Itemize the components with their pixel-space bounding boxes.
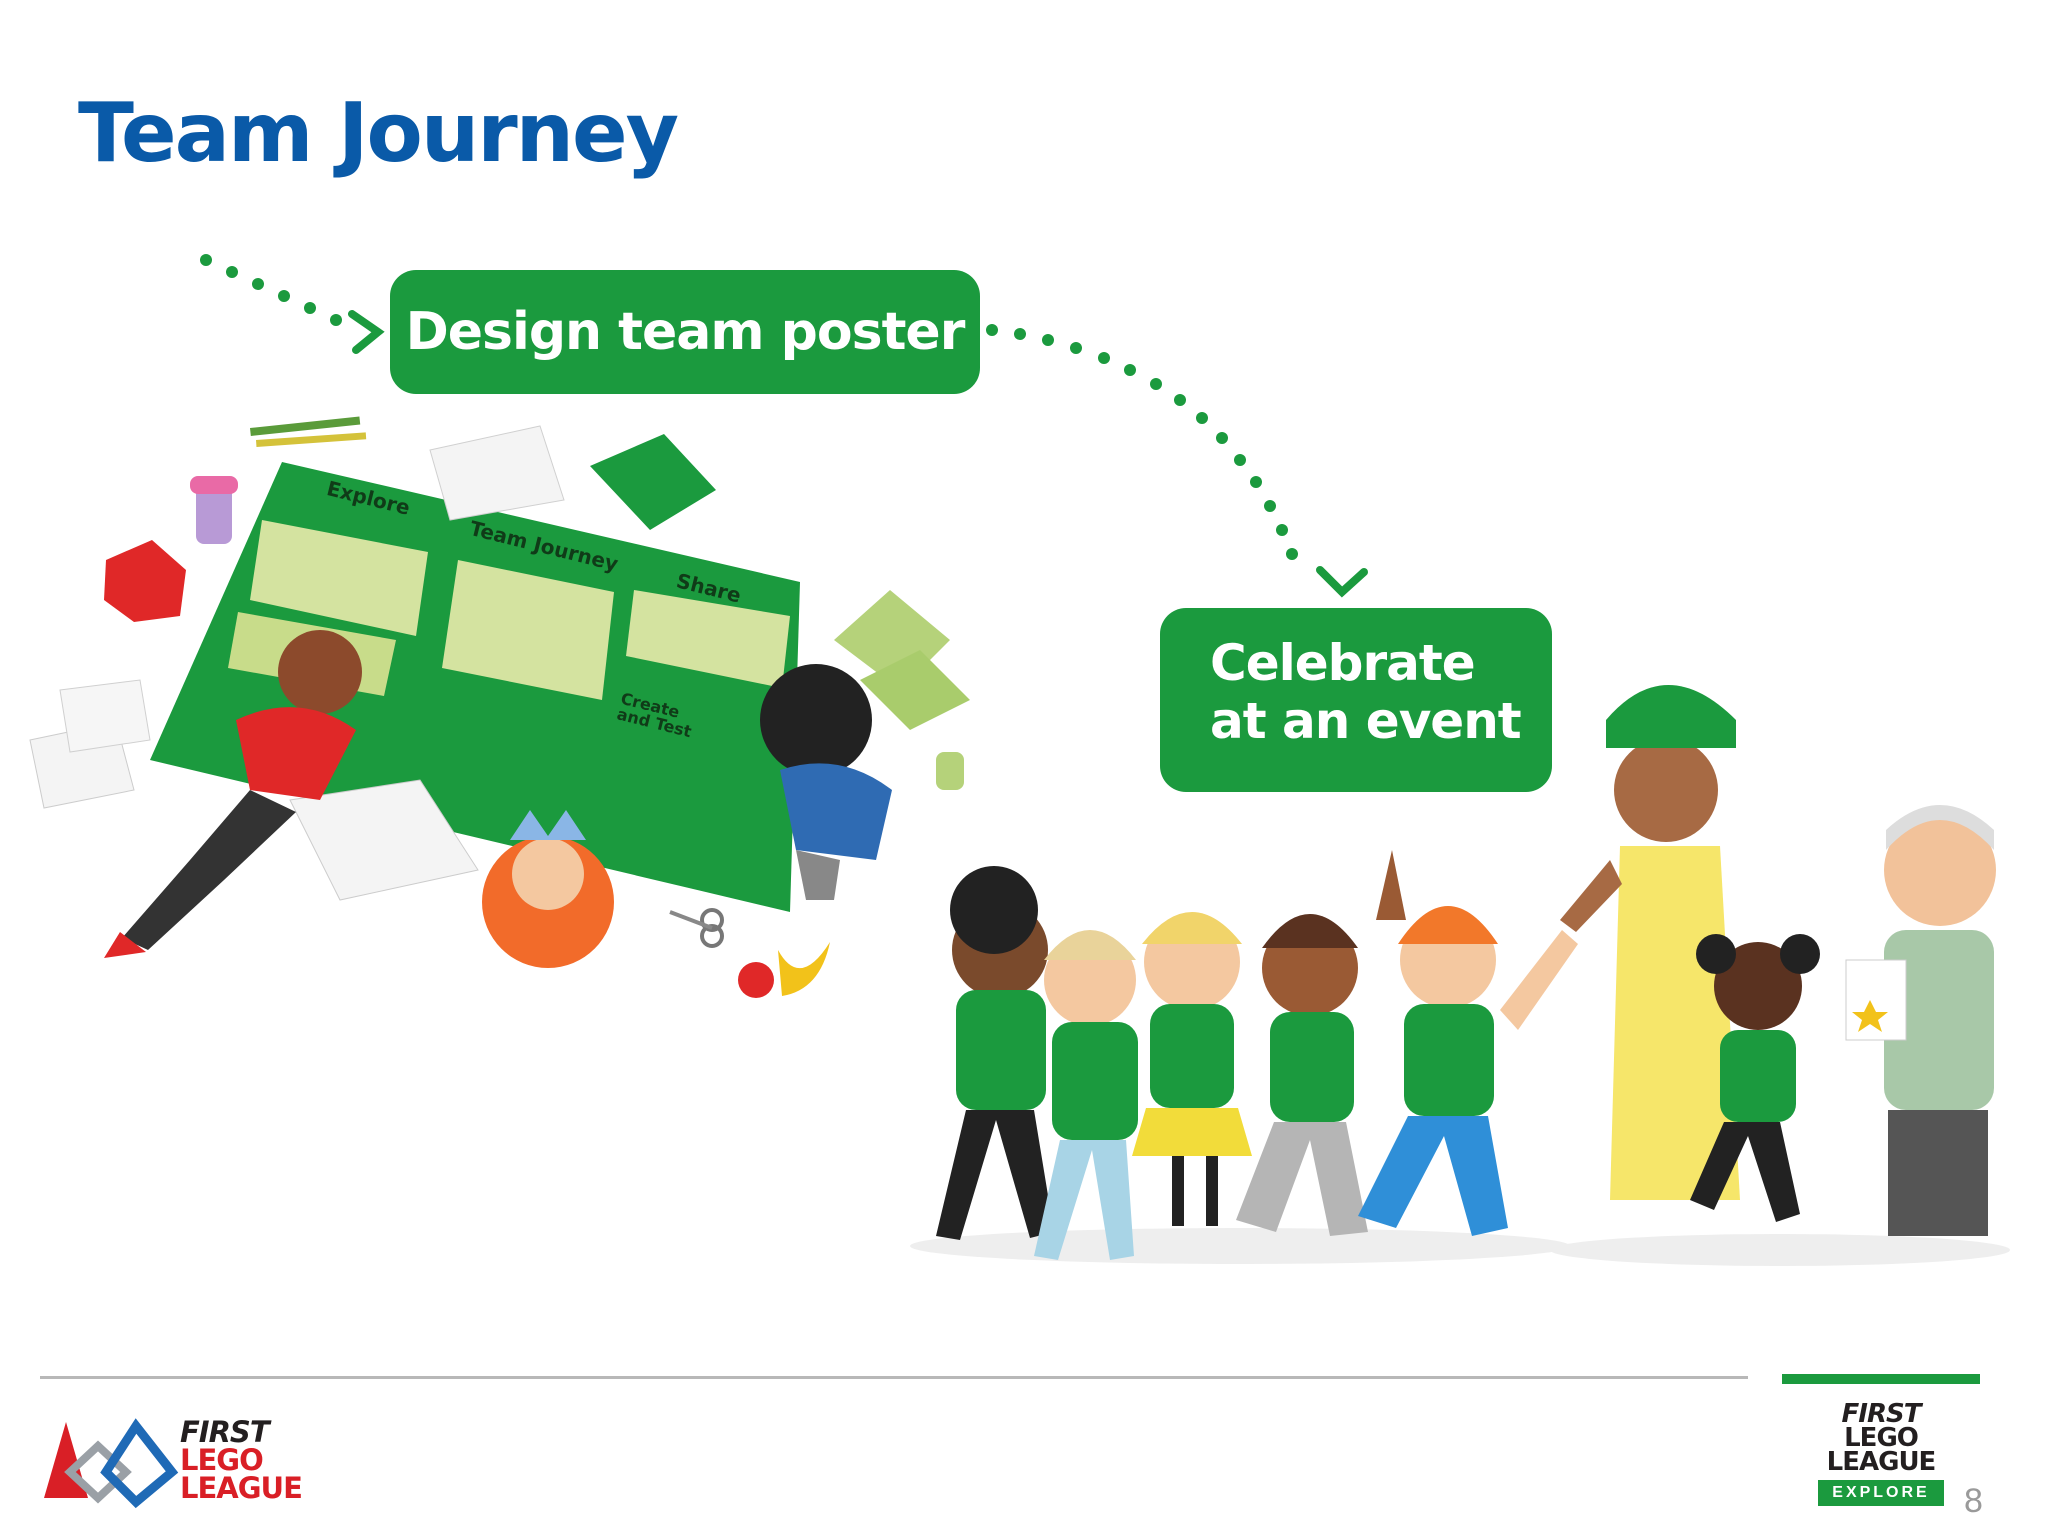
team-poster-illustration: [29, 416, 970, 998]
celebrating-team-illustration: [910, 685, 2010, 1266]
first-lego-league-logo: FIRST LEGO LEAGUE: [40, 1412, 320, 1512]
footer-divider: [40, 1376, 1748, 1379]
step-design-team-poster: Design team poster: [390, 270, 980, 394]
step-celebrate-line1: Celebrate: [1210, 634, 1476, 692]
first-logo-icon: [44, 1418, 179, 1509]
explore-badge: EXPLORE: [1818, 1480, 1944, 1506]
logo-word-lego: LEGO: [1844, 1423, 1919, 1453]
logo-word-first: FIRST: [180, 1415, 270, 1449]
step-celebrate-event: Celebrate at an event: [1160, 608, 1552, 792]
step-celebrate-line2: at an event: [1210, 692, 1522, 750]
dotted-arrow-icon: [986, 324, 1368, 598]
slide-title: Team Journey: [78, 86, 679, 181]
first-lego-league-explore-logo: FIRST LEGO LEAGUE EXPLORE: [1816, 1399, 1946, 1512]
logo-word-league: LEAGUE: [180, 1471, 303, 1505]
footer-accent-bar: [1782, 1374, 1980, 1384]
logo-word-first: FIRST: [1841, 1399, 1922, 1429]
dotted-arrow-icon: [200, 254, 385, 354]
logo-word-league: LEAGUE: [1826, 1447, 1937, 1477]
page-number: 8: [1964, 1482, 1983, 1520]
logo-word-lego: LEGO: [180, 1443, 264, 1477]
first-lego-league-wordmark: FIRST LEGO LEAGUE: [180, 1415, 303, 1505]
